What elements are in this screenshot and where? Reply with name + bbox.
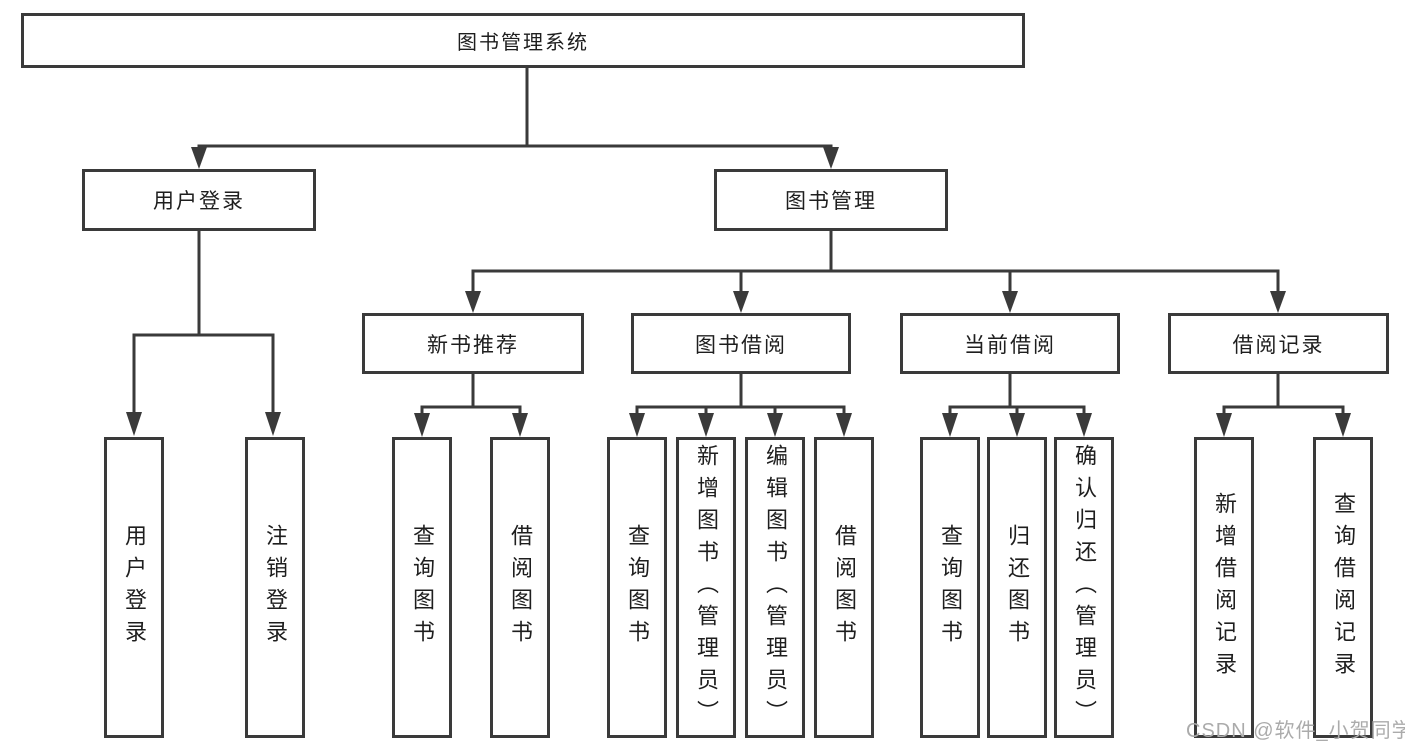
- leaf-recommend-borrow-books: 借阅图书: [490, 437, 550, 738]
- leaf-records-query-borrow-record: 查询借阅记录: [1313, 437, 1373, 738]
- leaf-user-login: 用户登录: [104, 437, 164, 738]
- csdn-watermark: CSDN @软件_小贺同学: [1186, 720, 1405, 742]
- node-user-login: 用户登录: [82, 169, 316, 231]
- leaf-current-confirm-return-admin: 确认归还（管理员）: [1054, 437, 1114, 738]
- leaf-current-return-books: 归还图书: [987, 437, 1047, 738]
- node-book-management: 图书管理: [714, 169, 948, 231]
- node-book-borrowing: 图书借阅: [631, 313, 851, 374]
- node-borrowing-records: 借阅记录: [1168, 313, 1389, 374]
- leaf-logout: 注销登录: [245, 437, 305, 738]
- leaf-borrowing-borrow-books: 借阅图书: [814, 437, 874, 738]
- node-new-book-recommendation: 新书推荐: [362, 313, 584, 374]
- leaf-borrowing-query-books: 查询图书: [607, 437, 667, 738]
- arrowheads: [126, 147, 1351, 437]
- leaf-recommend-query-books: 查询图书: [392, 437, 452, 738]
- node-library-management-system: 图书管理系统: [21, 13, 1025, 68]
- node-current-borrowing: 当前借阅: [900, 313, 1120, 374]
- leaf-records-add-borrow-record: 新增借阅记录: [1194, 437, 1254, 738]
- leaf-borrowing-add-books-admin: 新增图书（管理员）: [676, 437, 736, 738]
- leaf-borrowing-edit-books-admin: 编辑图书（管理员）: [745, 437, 805, 738]
- leaf-current-query-books: 查询图书: [920, 437, 980, 738]
